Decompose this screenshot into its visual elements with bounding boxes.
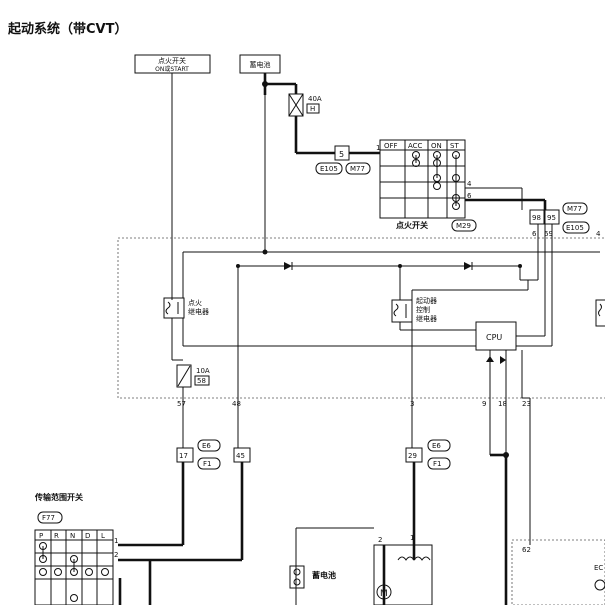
- page-title: 起动系统（带CVT）: [8, 22, 128, 37]
- fuse-10a: 10A 58: [176, 364, 210, 388]
- connector-29: 29: [405, 447, 423, 463]
- connector-f77: F77: [42, 514, 55, 522]
- svg-text:继电器: 继电器: [416, 314, 437, 323]
- svg-text:H: H: [310, 105, 315, 113]
- svg-text:点火开关: 点火开关: [158, 56, 186, 65]
- ignition-switch-box: 点火开关 ON或START: [134, 54, 211, 74]
- ignition-switch-caption: 点火开关: [396, 220, 428, 230]
- battery-symbol: 蓄电池: [289, 565, 336, 589]
- svg-text:E105: E105: [320, 165, 338, 173]
- connector-m29: M29: [456, 222, 471, 230]
- svg-text:控制: 控制: [416, 305, 430, 314]
- svg-text:40A: 40A: [308, 95, 322, 103]
- svg-text:5: 5: [339, 150, 344, 159]
- svg-text:9: 9: [482, 400, 486, 408]
- battery-box: 蓄电池: [239, 54, 281, 74]
- svg-text:57: 57: [177, 400, 186, 408]
- svg-text:M77: M77: [350, 165, 365, 173]
- diode-icon: [500, 356, 506, 364]
- svg-text:ST: ST: [450, 142, 459, 150]
- svg-text:ON: ON: [431, 142, 442, 150]
- svg-text:ACC: ACC: [408, 142, 423, 150]
- starter-motor-box: [373, 544, 433, 605]
- svg-text:OFF: OFF: [384, 142, 398, 150]
- svg-text:4: 4: [596, 230, 601, 238]
- svg-text:L: L: [101, 532, 105, 540]
- svg-text:M: M: [380, 589, 388, 599]
- svg-text:98: 98: [532, 214, 541, 222]
- svg-text:23: 23: [522, 400, 531, 408]
- svg-text:10A: 10A: [196, 367, 210, 375]
- cpu-box: CPU: [475, 321, 517, 351]
- range-switch-table: P R N D L: [34, 529, 114, 605]
- svg-text:6: 6: [532, 230, 537, 238]
- svg-text:R: R: [54, 532, 59, 540]
- connector-45: 45: [233, 447, 251, 463]
- svg-text:69: 69: [544, 230, 553, 238]
- svg-text:17: 17: [179, 452, 188, 460]
- starter-control-relay: 起动器 控制 继电器: [391, 296, 437, 323]
- svg-text:18: 18: [498, 400, 507, 408]
- connector-f1-b: F1: [433, 460, 441, 468]
- connector-f1-a: F1: [203, 460, 211, 468]
- svg-text:D: D: [85, 532, 90, 540]
- svg-text:95: 95: [547, 214, 556, 222]
- svg-text:3: 3: [410, 400, 414, 408]
- svg-text:2: 2: [378, 536, 382, 544]
- connector-m77-a: M77: [345, 162, 371, 175]
- svg-text:1: 1: [376, 144, 380, 152]
- svg-text:4: 4: [467, 180, 472, 188]
- range-switch-label: 传输范围开关: [34, 492, 83, 502]
- edge-relay: [595, 299, 605, 327]
- svg-text:蓄电池: 蓄电池: [250, 60, 271, 69]
- ignition-switch-table: OFF ACC ON ST: [379, 139, 466, 219]
- svg-text:继电器: 继电器: [188, 307, 209, 316]
- fuse-40a: 40A H: [288, 93, 322, 117]
- ipdm-boundary: [117, 237, 605, 399]
- svg-text:48: 48: [232, 400, 241, 408]
- svg-text:点火: 点火: [188, 299, 202, 307]
- svg-text:6: 6: [467, 192, 472, 200]
- connector-e105-a: E105: [315, 162, 343, 175]
- svg-text:29: 29: [408, 452, 417, 460]
- svg-text:EC: EC: [594, 564, 603, 572]
- connector-17: 17: [176, 447, 194, 463]
- diode-icon: [284, 262, 292, 270]
- svg-text:起动器: 起动器: [416, 296, 437, 305]
- connector-e105-b: E105: [566, 224, 584, 232]
- svg-text:45: 45: [236, 452, 245, 460]
- svg-text:62: 62: [522, 546, 531, 554]
- connector-e6-b: E6: [432, 442, 441, 450]
- svg-text:1: 1: [114, 537, 118, 545]
- motor-icon: [376, 584, 392, 600]
- svg-text:CPU: CPU: [486, 333, 502, 342]
- connector-m77-b: M77: [567, 205, 582, 213]
- svg-text:2: 2: [114, 551, 118, 559]
- ignition-relay: 点火 继电器: [163, 297, 209, 319]
- svg-text:1: 1: [410, 534, 414, 542]
- svg-text:蓄电池: 蓄电池: [312, 570, 336, 580]
- svg-text:ON或START: ON或START: [155, 65, 189, 73]
- svg-text:P: P: [39, 532, 43, 540]
- diode-icon: [464, 262, 472, 270]
- svg-text:58: 58: [197, 377, 206, 385]
- connector-e6-a: E6: [202, 442, 211, 450]
- svg-text:N: N: [70, 532, 75, 540]
- connector-98-95: 98 95: [529, 209, 560, 225]
